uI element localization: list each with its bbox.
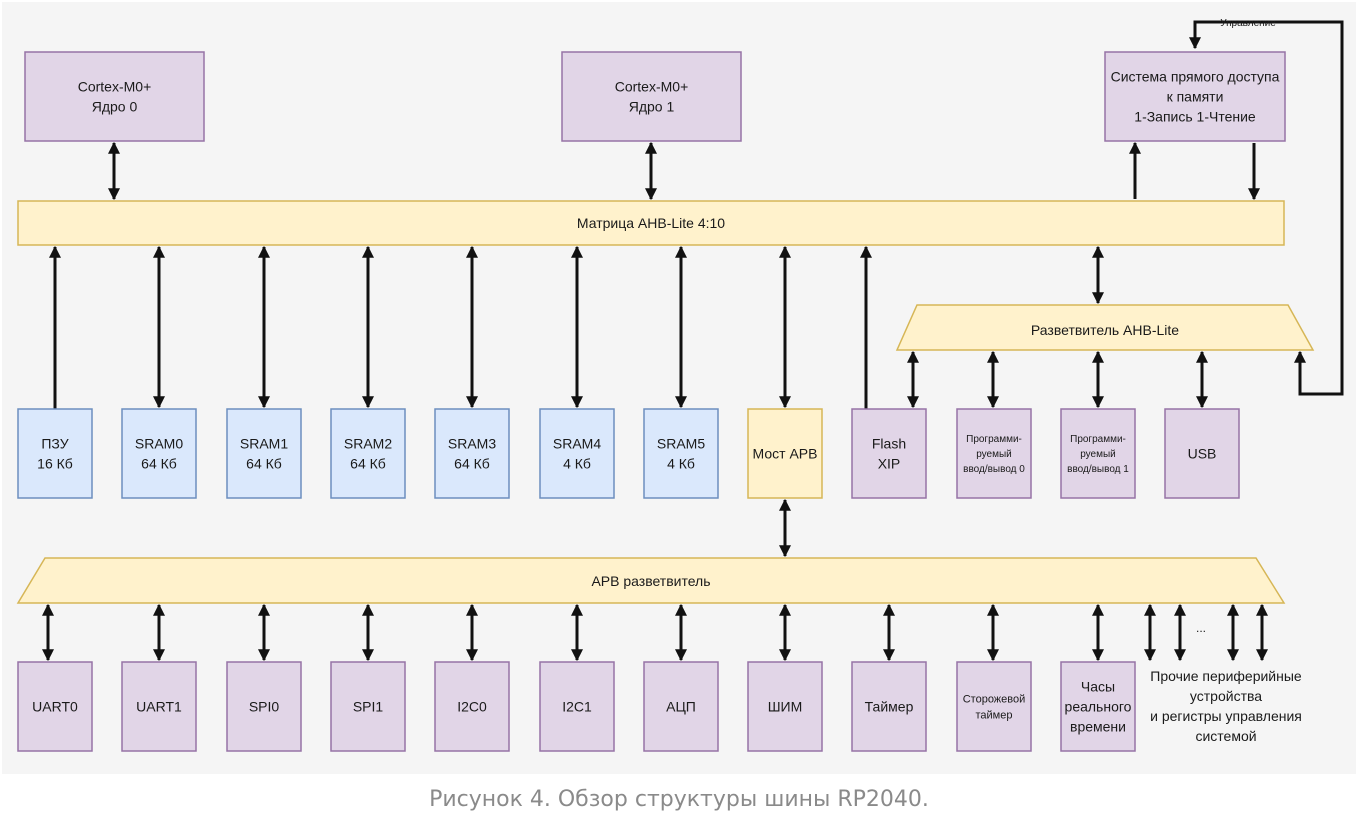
apb-peripheral-8	[851, 661, 927, 752]
other-peripherals-ellipsis: ...	[1196, 621, 1206, 635]
apb-peripheral-3-label: SPI1	[353, 698, 384, 714]
ahb-splitter-label: Разветвитель AHB-Lite	[1031, 322, 1179, 338]
dma-block	[1104, 51, 1286, 142]
apb-bridge	[747, 408, 823, 499]
memory-block-4	[434, 408, 510, 499]
apb-peripheral-6-label: АЦП	[666, 698, 696, 714]
apb-splitter	[16, 557, 1286, 604]
ahb-peripheral-2	[1060, 408, 1136, 499]
cpu-core-0-label: Cortex-M0+Ядро 0	[78, 78, 152, 114]
cpu-core-1-label: Cortex-M0+Ядро 1	[615, 78, 689, 114]
memory-block-2	[226, 408, 302, 499]
memory-block-0	[17, 408, 93, 499]
apb-peripheral-2	[226, 661, 302, 752]
memory-block-5	[539, 408, 615, 499]
ahb-peripheral-3-label: USB	[1188, 445, 1217, 461]
apb-peripheral-5-label: I2C1	[562, 698, 592, 714]
apb-peripheral-1	[121, 661, 197, 752]
apb-peripheral-5	[539, 661, 615, 752]
apb-peripheral-0	[17, 661, 93, 752]
ahb-peripheral-1	[956, 408, 1032, 499]
cpu-core-0	[24, 51, 205, 142]
apb-bridge-label: Мост APB	[753, 445, 818, 461]
memory-block-6	[643, 408, 719, 499]
apb-peripheral-3	[330, 661, 406, 752]
ahb-peripheral-3	[1164, 408, 1240, 499]
apb-peripheral-4	[434, 661, 510, 752]
ahb-matrix-bar	[17, 200, 1285, 246]
apb-peripheral-4-label: I2C0	[457, 698, 487, 714]
apb-peripheral-6	[643, 661, 719, 752]
apb-peripheral-7	[747, 661, 823, 752]
cpu-core-1	[561, 51, 742, 142]
apb-peripheral-7-label: ШИМ	[768, 698, 803, 714]
apb-peripheral-0-label: UART0	[32, 698, 78, 714]
ahb-splitter	[895, 304, 1315, 351]
apb-peripheral-9	[956, 661, 1032, 752]
apb-peripheral-8-label: Таймер	[865, 698, 914, 714]
apb-peripheral-2-label: SPI0	[249, 698, 280, 714]
apb-splitter-label: APB разветвитель	[591, 573, 710, 589]
figure-caption: Рисунок 4. Обзор структуры шины RP2040.	[429, 787, 929, 812]
apb-peripheral-10	[1060, 661, 1136, 752]
memory-block-3	[330, 408, 406, 499]
ahb-matrix-label: Матрица AHB-Lite 4:10	[577, 215, 725, 231]
memory-block-1	[121, 408, 197, 499]
control-loop-arrow	[1189, 20, 1344, 396]
ahb-peripheral-0	[851, 408, 927, 499]
control-label: Управление	[1220, 18, 1276, 29]
apb-peripheral-1-label: UART1	[136, 698, 182, 714]
